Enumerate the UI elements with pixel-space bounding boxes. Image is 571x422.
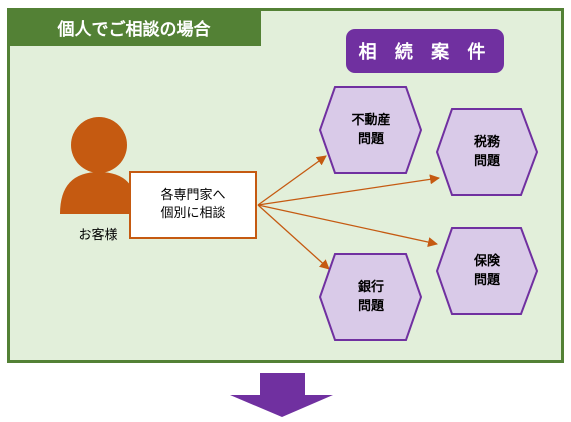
case-title-badge: 相 続 案 件 <box>346 29 504 73</box>
consult-box-line1: 各専門家へ <box>160 188 226 203</box>
panel-header: 個人でご相談の場合 <box>7 8 261 46</box>
issue-bank-label: 銀行 問題 <box>326 278 416 316</box>
connector-arrows <box>257 155 440 270</box>
arrow-to-bank <box>257 204 330 270</box>
issue-real-estate-label: 不動産 問題 <box>326 111 416 149</box>
issue-bank-line1: 銀行 <box>357 280 384 295</box>
issue-insurance-label: 保険 問題 <box>442 252 532 290</box>
hexagon-insurance <box>435 227 539 315</box>
arrow-to-tax <box>257 174 440 206</box>
consult-box-line2: 個別に相談 <box>160 206 226 221</box>
issue-tax-label: 税務 問題 <box>442 133 532 171</box>
issue-tax-line1: 税務 <box>473 135 500 150</box>
down-arrow-icon <box>230 373 333 417</box>
person-icon <box>60 117 138 214</box>
issue-real-estate-line2: 問題 <box>357 132 384 147</box>
hexagon-tax <box>435 108 539 196</box>
arrow-to-insurance <box>257 204 438 247</box>
issue-bank-line2: 問題 <box>357 299 384 314</box>
issue-tax-line2: 問題 <box>473 154 500 169</box>
consult-box: 各専門家へ 個別に相談 <box>129 171 257 239</box>
client-label: お客様 <box>78 228 118 243</box>
issue-real-estate-line1: 不動産 <box>351 113 391 128</box>
hexagon-bank <box>318 253 423 341</box>
hexagon-real-estate <box>318 86 423 174</box>
issue-insurance-line2: 問題 <box>473 273 500 288</box>
arrow-to-real-estate <box>257 155 327 206</box>
issue-insurance-line1: 保険 <box>473 254 500 269</box>
